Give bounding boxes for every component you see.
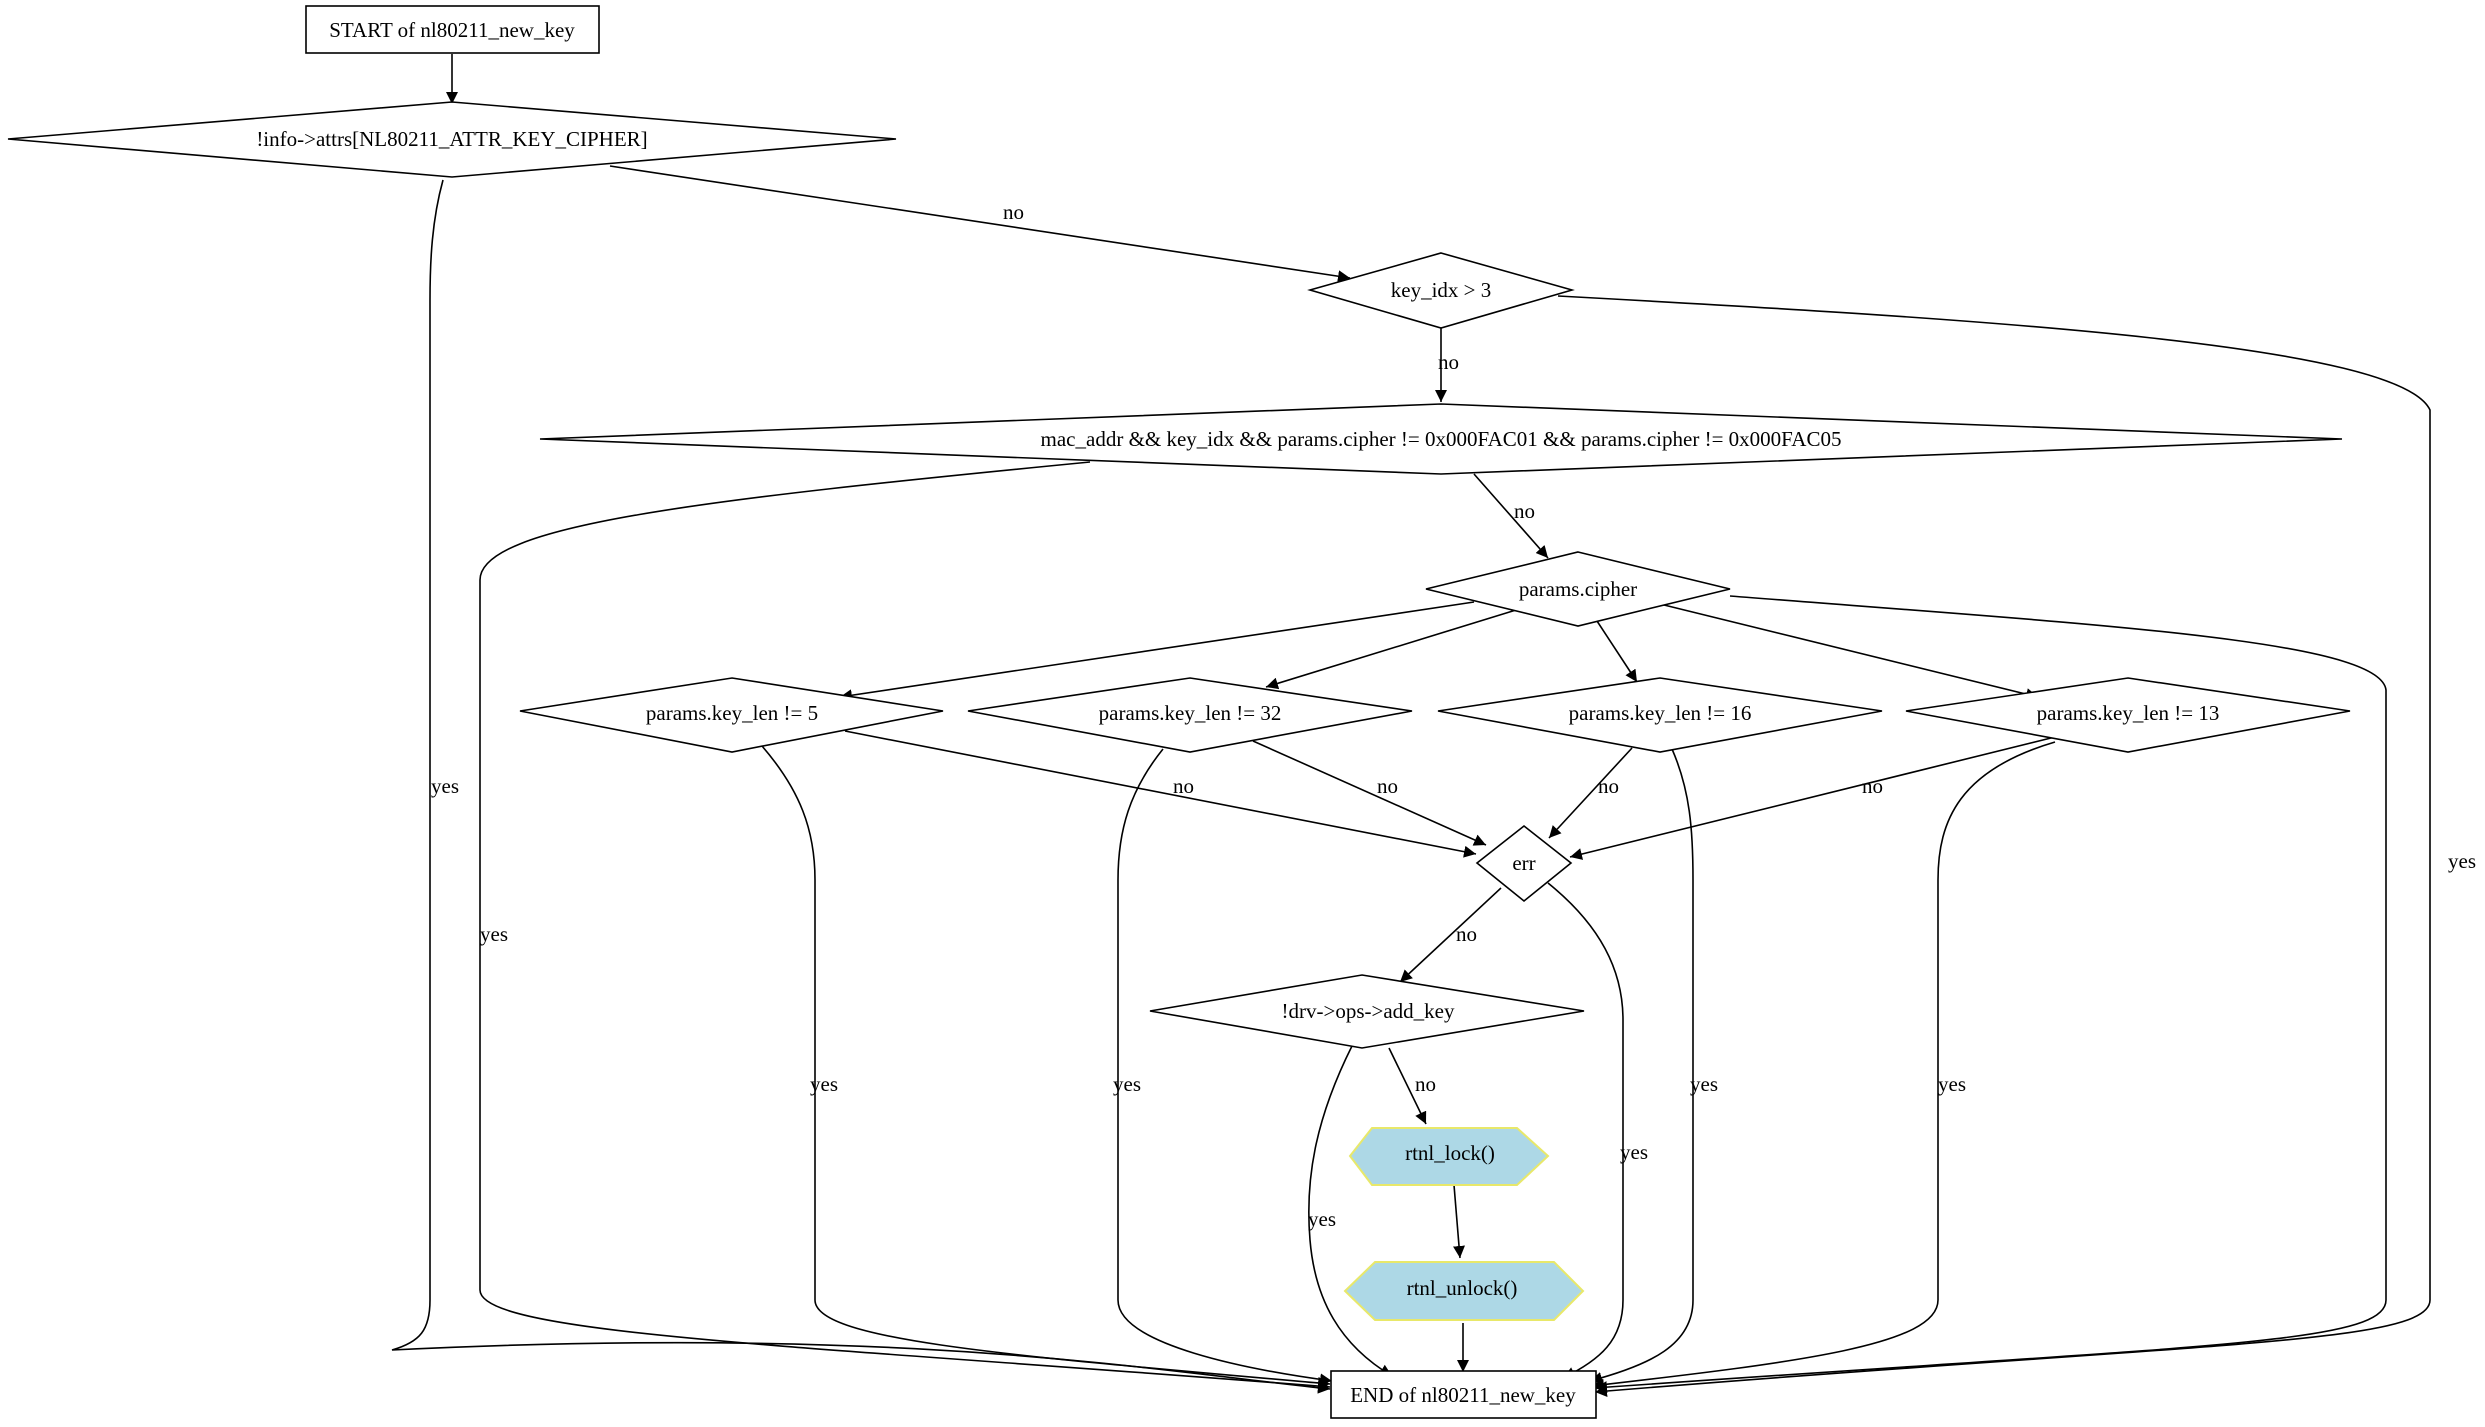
keylen16-label: params.key_len != 16 <box>1569 701 1752 725</box>
rtnl-unlock-label: rtnl_unlock() <box>1407 1276 1518 1300</box>
add-key-label: !drv->ops->add_key <box>1282 999 1455 1023</box>
label-key-idx-yes: yes <box>2448 849 2476 873</box>
keylen13-label: params.key_len != 13 <box>2037 701 2220 725</box>
edge-keylen32-yes <box>1117 748 1333 1386</box>
edge-add-key-no <box>1388 1047 1427 1125</box>
label-keylen16-yes: yes <box>1690 1072 1718 1096</box>
nodes: START of nl80211_new_key !info->attrs[NL… <box>7 5 2351 1419</box>
keylen32-decision: params.key_len != 32 <box>967 677 1413 753</box>
edge-cipher-to-keylen5 <box>839 601 1475 702</box>
edge-labels: yes no yes no yes no yes no yes no yes n… <box>431 200 2476 1231</box>
edge-keylen5-yes <box>761 745 1331 1389</box>
label-keylen13-yes: yes <box>1938 1072 1966 1096</box>
params-cipher-label: params.cipher <box>1519 577 1637 601</box>
label-mac-addr-no: no <box>1514 499 1535 523</box>
rtnl-unlock-hexagon <box>1343 1261 1585 1321</box>
edge-lock-to-unlock <box>1453 1184 1465 1259</box>
label-keylen16-no: no <box>1598 774 1619 798</box>
label-keylen32-no: no <box>1377 774 1398 798</box>
label-keylen5-no: no <box>1173 774 1194 798</box>
edge-mac-addr-yes <box>479 461 1331 1393</box>
end-node-label: END of nl80211_new_key <box>1350 1383 1576 1407</box>
label-add-key-yes: yes <box>1308 1207 1336 1231</box>
edge-keylen13-yes <box>1591 741 2056 1391</box>
add-key-decision: !drv->ops->add_key <box>1149 974 1585 1049</box>
label-err-yes: yes <box>1620 1140 1648 1164</box>
rtnl-lock-hexagon <box>1348 1127 1550 1186</box>
label-cipher-attr-no: no <box>1003 200 1024 224</box>
err-decision: err <box>1475 824 1573 903</box>
edge-cipher-attr-no <box>609 165 1351 283</box>
keylen13-decision: params.key_len != 13 <box>1905 677 2351 753</box>
mac-addr-label: mac_addr && key_idx && params.cipher != … <box>1041 427 1842 451</box>
edge-cipher-to-keylen13 <box>1659 603 2039 700</box>
edge-cipher-to-keylen32 <box>1265 609 1517 690</box>
edge-keylen13-no <box>1569 736 2056 860</box>
start-node-label: START of nl80211_new_key <box>329 18 575 42</box>
keylen5-label: params.key_len != 5 <box>646 701 818 725</box>
end-node: END of nl80211_new_key <box>1330 1370 1597 1419</box>
err-label: err <box>1512 851 1535 875</box>
edge-keylen16-yes <box>1589 748 1694 1384</box>
edge-keylen5-no <box>844 730 1477 858</box>
cipher-attr-decision: !info->attrs[NL80211_ATTR_KEY_CIPHER] <box>7 101 897 178</box>
params-cipher-decision: params.cipher <box>1425 551 1731 627</box>
edge-cipher-default <box>1594 595 2387 1394</box>
start-node: START of nl80211_new_key <box>305 5 600 54</box>
cipher-attr-label: !info->attrs[NL80211_ATTR_KEY_CIPHER] <box>256 127 647 151</box>
key-idx-decision: key_idx > 3 <box>1307 252 1575 329</box>
rtnl-lock-label: rtnl_lock() <box>1405 1141 1495 1165</box>
keylen16-decision: params.key_len != 16 <box>1437 677 1883 753</box>
keylen5-decision: params.key_len != 5 <box>519 677 944 753</box>
label-cipher-attr-yes: yes <box>431 774 459 798</box>
keylen32-label: params.key_len != 32 <box>1099 701 1282 725</box>
key-idx-label: key_idx > 3 <box>1391 278 1492 302</box>
edge-mac-addr-no <box>1473 473 1549 559</box>
edges <box>391 54 2431 1397</box>
label-key-idx-no: no <box>1438 350 1459 374</box>
edge-add-key-yes <box>1308 1045 1393 1377</box>
label-keylen32-yes: yes <box>1113 1072 1141 1096</box>
edge-keylen32-no <box>1252 740 1487 846</box>
label-mac-addr-yes: yes <box>480 922 508 946</box>
label-err-no: no <box>1456 922 1477 946</box>
rtnl-lock-node: rtnl_lock() <box>1348 1127 1550 1186</box>
edge-keylen16-no <box>1548 747 1633 839</box>
label-keylen5-yes: yes <box>810 1072 838 1096</box>
label-keylen13-no: no <box>1862 774 1883 798</box>
edge-err-no <box>1399 887 1502 983</box>
edge-err-yes <box>1547 882 1624 1379</box>
edge-cipher-to-keylen16 <box>1596 620 1638 683</box>
rtnl-unlock-node: rtnl_unlock() <box>1343 1261 1585 1321</box>
mac-addr-decision: mac_addr && key_idx && params.cipher != … <box>539 403 2343 475</box>
label-add-key-no: no <box>1415 1072 1436 1096</box>
